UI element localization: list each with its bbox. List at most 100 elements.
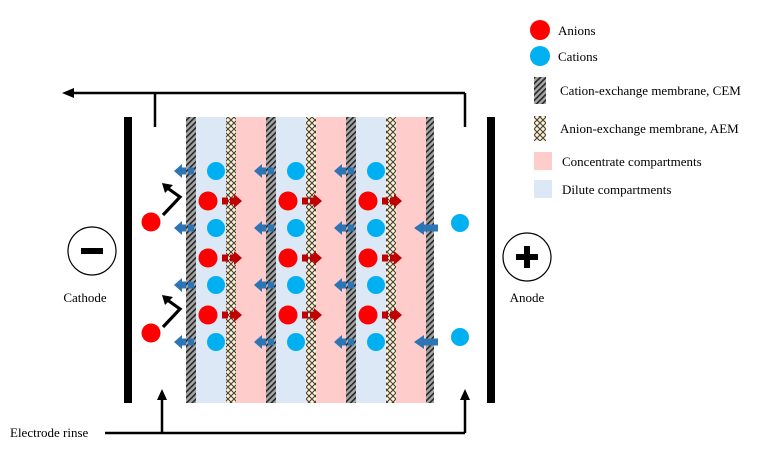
anion bbox=[141, 212, 161, 232]
cation-arrow-icon bbox=[334, 164, 346, 178]
dilute-swatch-icon bbox=[534, 180, 552, 198]
cation-arrow-icon bbox=[174, 164, 186, 178]
concentrate-compartment bbox=[316, 117, 346, 403]
anion-arrow-dash bbox=[382, 197, 388, 205]
anion-circle-icon bbox=[530, 20, 550, 40]
anion-arrow-icon bbox=[230, 194, 242, 208]
anion bbox=[278, 305, 298, 325]
cathode-label: Cathode bbox=[63, 290, 107, 305]
cation-circle-icon bbox=[530, 46, 550, 66]
anion-arrow-icon bbox=[310, 251, 322, 265]
cation-arrow-icon bbox=[414, 335, 438, 349]
anion-arrow-dash bbox=[302, 197, 308, 205]
cation-arrow-icon bbox=[254, 221, 266, 235]
ion-layer bbox=[141, 162, 469, 351]
cation-arrow-dash bbox=[348, 338, 354, 346]
concentrate-swatch-icon bbox=[534, 152, 552, 170]
cation-arrow-icon bbox=[254, 278, 266, 292]
cation bbox=[367, 162, 385, 180]
cation bbox=[287, 162, 305, 180]
cation bbox=[287, 276, 305, 294]
cathode-minus-icon bbox=[67, 226, 117, 276]
concentrate-compartment bbox=[396, 117, 426, 403]
legend-label-cem: Cation-exchange membrane, CEM bbox=[560, 83, 741, 98]
aem-swatch-icon bbox=[534, 116, 546, 141]
rinse-inlet-line bbox=[105, 398, 467, 435]
anion-arrow-icon bbox=[310, 194, 322, 208]
anion bbox=[198, 248, 218, 268]
reflect-arrow-line bbox=[161, 185, 183, 217]
legend-label-cation: Cations bbox=[558, 49, 598, 64]
cation bbox=[367, 333, 385, 351]
cation bbox=[451, 328, 469, 346]
cation-arrow-icon bbox=[254, 335, 266, 349]
cathode-plate bbox=[124, 117, 132, 403]
cation-arrow-dash bbox=[188, 281, 194, 289]
anion-arrow-icon bbox=[230, 308, 242, 322]
cation bbox=[287, 219, 305, 237]
cation bbox=[207, 162, 225, 180]
cation-arrow-dash bbox=[348, 167, 354, 175]
anion bbox=[358, 248, 378, 268]
anion-arrow-dash bbox=[222, 197, 228, 205]
cation-arrow-icon bbox=[254, 164, 266, 178]
electrode-rinse-label: Electrode rinse bbox=[10, 425, 89, 440]
cation-arrow-dash bbox=[348, 224, 354, 232]
concentrate-compartment bbox=[236, 117, 266, 403]
anion-arrow-icon bbox=[310, 308, 322, 322]
anode-plus-icon bbox=[502, 232, 552, 282]
anion-arrow-dash bbox=[222, 311, 228, 319]
anion bbox=[358, 191, 378, 211]
inlet-arrow-right-icon bbox=[460, 389, 470, 400]
anion-arrow-icon bbox=[390, 194, 402, 208]
cation-arrow-dash bbox=[268, 281, 274, 289]
cem-membrane bbox=[266, 117, 276, 403]
anion bbox=[278, 191, 298, 211]
cation-arrow-dash bbox=[188, 338, 194, 346]
cation-arrow-dash bbox=[268, 167, 274, 175]
cation-arrow-dash bbox=[348, 281, 354, 289]
anode-label: Anode bbox=[510, 290, 545, 305]
cation bbox=[207, 219, 225, 237]
legend-label-dilute: Dilute compartments bbox=[562, 182, 671, 197]
anion-arrow-icon bbox=[230, 251, 242, 265]
cation-arrow-icon bbox=[174, 335, 186, 349]
legend-label-anion: Anions bbox=[558, 23, 596, 38]
rinse-outlet-line bbox=[72, 91, 467, 127]
cation-arrow-icon bbox=[334, 221, 346, 235]
cem-membrane bbox=[426, 117, 434, 403]
cem-membrane bbox=[346, 117, 356, 403]
cation bbox=[207, 276, 225, 294]
cation-arrow-icon bbox=[334, 335, 346, 349]
anion bbox=[198, 305, 218, 325]
outlet-arrow-icon bbox=[62, 88, 74, 98]
reflect-arrow-icon bbox=[162, 295, 173, 305]
cation-arrow-icon bbox=[174, 221, 186, 235]
reflect-arrow-line bbox=[161, 297, 183, 329]
cation bbox=[367, 276, 385, 294]
cem-swatch-icon bbox=[534, 77, 546, 104]
legend-label-aem: Anion-exchange membrane, AEM bbox=[560, 121, 739, 136]
cation bbox=[367, 219, 385, 237]
anion-arrow-dash bbox=[302, 311, 308, 319]
anion-arrow-dash bbox=[382, 254, 388, 262]
cation-arrow-dash bbox=[188, 224, 194, 232]
cation-arrow-dash bbox=[268, 224, 274, 232]
anion-arrow-dash bbox=[302, 254, 308, 262]
cem-membrane bbox=[186, 117, 196, 403]
anode-plate bbox=[487, 117, 495, 403]
anion-arrow-dash bbox=[222, 254, 228, 262]
anion bbox=[141, 323, 161, 343]
cation bbox=[451, 214, 469, 232]
cation bbox=[207, 333, 225, 351]
anion bbox=[358, 305, 378, 325]
anion-arrow-icon bbox=[390, 251, 402, 265]
cation-arrow-dash bbox=[268, 338, 274, 346]
reflect-arrow-icon bbox=[162, 183, 173, 193]
anion-arrow-icon bbox=[390, 308, 402, 322]
anion bbox=[278, 248, 298, 268]
anion-arrow-dash bbox=[382, 311, 388, 319]
cation-arrow-dash bbox=[188, 167, 194, 175]
